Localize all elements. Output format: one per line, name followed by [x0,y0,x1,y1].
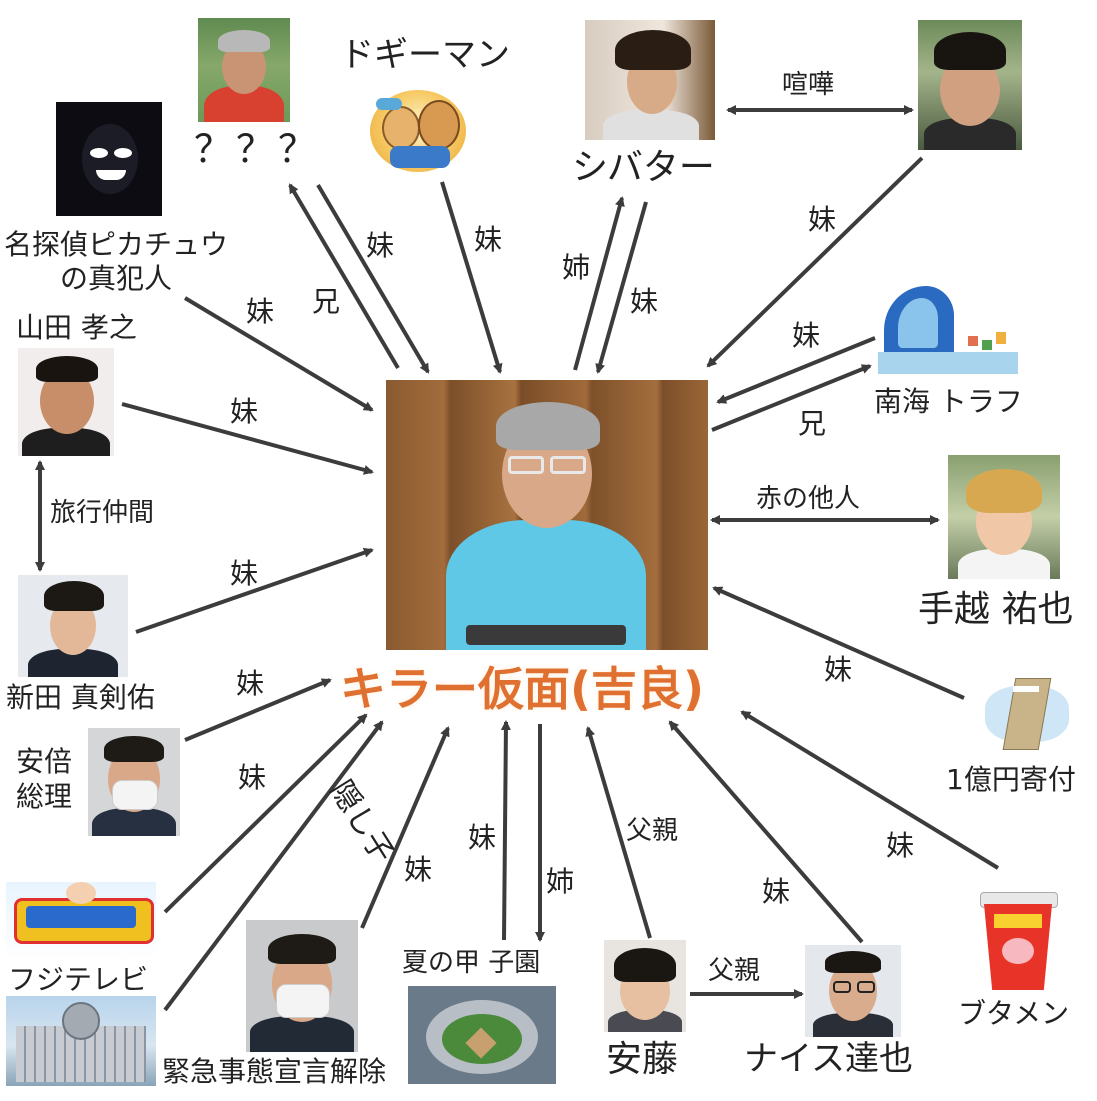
edge-group [35,105,1000,1012]
edge-label-fuji-imouto: 妹 [238,761,267,794]
node-label-abe: 安倍 総理 [16,745,73,813]
arrow-topright-imouto [706,156,924,368]
tegoshi-photo [948,455,1060,579]
arrow-ichioku-imouto [712,586,965,700]
arrow-ando-chichioya [585,726,652,939]
arrow-shibata-ane [573,196,625,371]
node-label-meitantei: 名探偵ピカチュウ の真犯人 [4,228,229,295]
node-label-fuji: フジテレビ [8,963,149,996]
node-label-koshien: 夏の甲 子園 [402,948,541,978]
node-label-ichioku: 1億円寄付 [946,763,1076,796]
arrow-shibata-imouto [595,201,648,374]
arrow-question-ani [288,183,400,370]
arrow-kinkyu-imouto [360,726,450,929]
fuji-logo [6,882,156,960]
butamen-photo [972,888,1064,994]
ando-photo [604,940,686,1032]
koshien-photo [408,986,556,1084]
edge-label-question-ani: 兄 [312,285,341,318]
node-label-tegoshi: 手越 祐也 [918,589,1074,630]
arrow-butamen-imouto [740,710,1000,870]
edge-label-dogiman-imouto: 妹 [474,223,503,256]
edge-label-butamen-imouto: 妹 [886,829,915,862]
node-label-naisu: ナイス達也 [744,1039,913,1079]
shibata-photo [585,20,715,140]
kinkyu-photo [246,920,358,1052]
edge-label-akanotanin: 赤の他人 [756,484,861,514]
node-label-butamen: ブタメン [958,997,1070,1030]
node-label-ando: 安藤 [606,1039,679,1080]
dogiman-logo [362,76,474,180]
arrow-question-imouto [316,183,430,374]
node-label-dogiman: ドギーマン [340,35,510,75]
edge-label-meitantei-imouto: 妹 [246,295,275,328]
meitantei-photo [56,102,162,216]
edge-label-nankai-ani: 兄 [798,407,827,440]
node-label-kinkyu: 緊急事態宣言解除 [162,1055,387,1088]
edge-label-koshien-ane: 姉 [546,865,575,898]
abe-photo [88,728,180,836]
center-photo [386,380,708,650]
yamada-photo [18,348,114,456]
node-label-nitta: 新田 真剣佑 [6,681,155,714]
edge-label-shibata-imouto: 妹 [630,285,659,318]
arrow-nankai-ani [711,364,872,432]
edge-label-ando-naisu: 父親 [708,956,761,986]
arrow-dogiman-imouto [440,181,503,374]
edge-label-naisu-imouto: 妹 [762,875,791,908]
arrow-abe-imouto [184,678,332,742]
edge-label-question-imouto: 妹 [366,229,395,262]
edge-label-ichioku-imouto: 妹 [824,653,853,686]
edge-label-ryoko: 旅行仲間 [50,498,155,528]
edge-label-nitta-imouto: 妹 [230,557,259,590]
edge-label-yamada-imouto: 妹 [230,395,259,428]
arrow-fuji-kakushigo [163,720,384,1012]
edge-label-kinkyu-imouto: 妹 [404,853,433,886]
center-label: キラー仮面(吉良) [340,662,705,716]
arrow-fuji-imouto [163,713,368,914]
arrow-nitta-imouto [135,547,374,634]
node-label-nankai: 南海 トラフ [874,385,1023,418]
fuji-building [6,996,156,1086]
edge-label-koshien-imouto: 妹 [468,821,497,854]
edge-label-ando-chichioya: 父親 [626,816,679,846]
node-label-shibata: シバター [572,147,715,188]
edge-label-kenka: 喧嘩 [782,70,835,100]
arrow-meitantei-imouto [183,296,374,412]
node-label-yamada: 山田 孝之 [16,311,137,344]
arrow-naisu-imouto [668,720,864,944]
question-photo [198,18,290,122]
naisu-photo [805,945,901,1037]
edge-label-abe-imouto: 妹 [236,667,265,700]
edge-label-nankai-imouto: 妹 [792,319,821,352]
topright-photo [918,20,1022,150]
edge-label-topright-imouto: 妹 [808,203,837,236]
nankai-illustration [878,260,1018,380]
arrow-nankai-imouto [716,336,876,404]
arrow-yamada-imouto [121,402,374,475]
arrow-koshien-imouto [500,720,511,941]
edge-label-shibata-ane: 姉 [562,251,591,284]
node-label-question: ？？？ [194,127,321,171]
nitta-photo [18,575,128,677]
ichioku-illustration [975,668,1079,760]
